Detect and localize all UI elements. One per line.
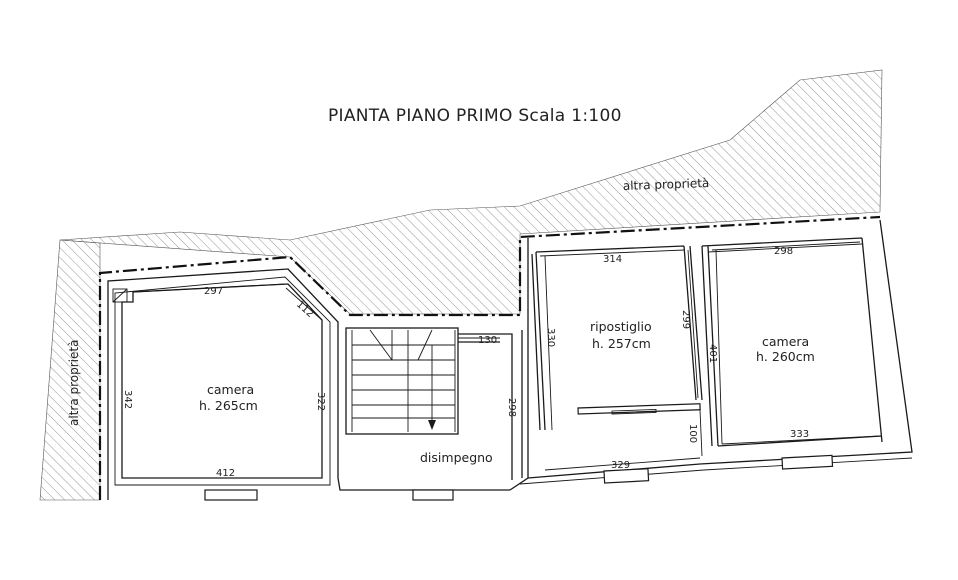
room-name-disimpegno: disimpegno [420,450,493,465]
ripostiglio-partition [577,403,701,415]
dim-298-disimpegno: 298 [506,398,517,417]
room-height-camera-1: h. 265cm [199,398,258,413]
property-boundary [98,215,881,500]
ripostiglio-walls [531,245,703,431]
dim-130: 130 [478,335,497,346]
dim-333: 333 [790,429,809,440]
room-height-camera-3: h. 260cm [756,349,815,364]
dim-412: 412 [216,468,235,479]
dim-297: 297 [204,286,223,297]
room-height-ripostiglio: h. 257cm [592,336,651,351]
dim-298-camera: 298 [774,246,793,257]
camera-3-top-wall-line [707,243,863,253]
dim-299: 299 [680,310,691,329]
dimension-lines [121,241,881,479]
dim-322: 322 [315,392,326,411]
dim-330: 330 [545,328,556,347]
camera-3-walls [701,237,883,447]
ripostiglio-window-frame [611,408,657,415]
room-name-ripostiglio: ripostiglio [590,319,652,334]
camera-1-wall-line [114,276,331,486]
dim-329: 329 [611,460,630,471]
dim-401: 401 [707,344,718,363]
window-ripostiglio [603,468,650,484]
dim-112: 112 [294,299,316,320]
window-disimpegno [412,489,454,501]
dim-342: 342 [122,390,133,409]
dim-100: 100 [687,424,698,443]
dim-314: 314 [603,254,622,265]
exterior-wall-left [107,268,510,500]
stair-box [345,327,459,435]
flue-box [112,288,128,303]
label-other-property-left: altra proprietà [67,340,81,426]
flue-diagonal [112,288,128,303]
camera-1-inner-wall [121,283,323,479]
plan-title: PIANTA PIANO PRIMO Scala 1:100 [328,106,622,126]
room-name-camera-1: camera [207,382,254,397]
stair-arrow-head [428,420,436,430]
room-name-camera-3: camera [762,334,809,349]
window-camera-1 [204,489,258,501]
window-camera-3 [781,454,834,470]
exterior-wall-right-outer [519,457,913,485]
label-other-property-top: altra proprietà [623,176,710,193]
stair-treads [351,329,456,432]
